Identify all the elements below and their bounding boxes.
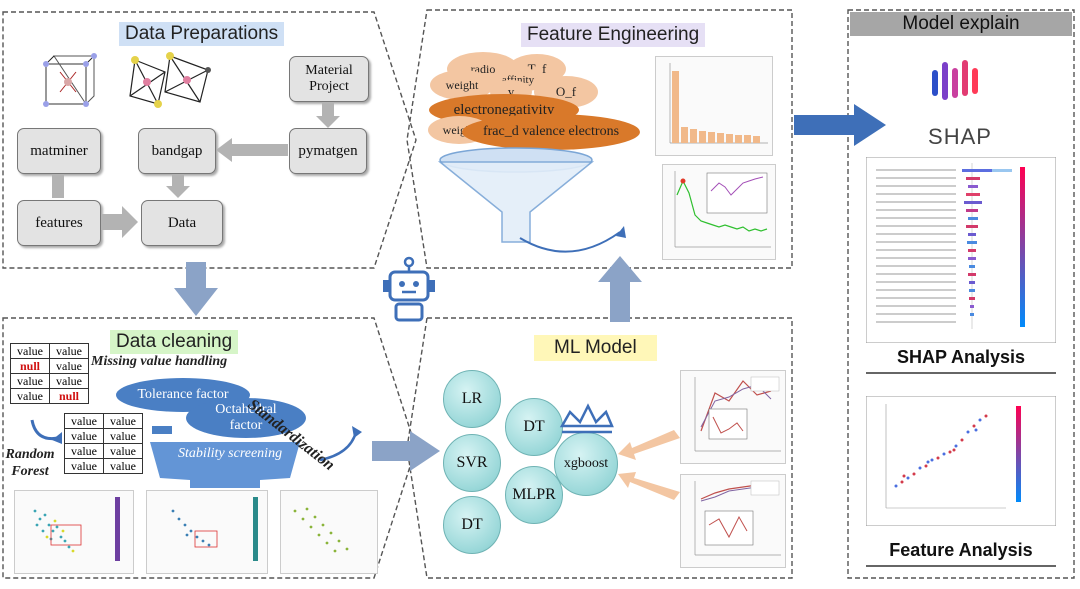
shap-logo-icon <box>932 60 978 100</box>
data-cleaning-graphics <box>30 419 362 488</box>
table1-r4c1: value <box>10 388 50 404</box>
table2-r2c1: value <box>64 428 104 444</box>
feature-caption-underline <box>866 565 1056 567</box>
arrow-feature-to-explain <box>794 104 886 146</box>
crown-icon <box>559 403 614 434</box>
ellipse-tolerance-factor: Tolerance factor <box>116 378 250 412</box>
label-stability-screening: Stability screening <box>178 446 283 461</box>
box-pymatgen: pymatgen <box>289 128 367 174</box>
label-random-forest: Random Forest <box>5 447 55 479</box>
model-dt-2: DT <box>443 496 501 554</box>
panel-data-cleaning-border <box>2 317 417 579</box>
data-prep-arrows <box>52 102 340 238</box>
crystal-1 <box>43 53 97 107</box>
panel-model-explain-border <box>847 9 1075 579</box>
shap-logo-text: SHAP <box>928 124 992 149</box>
panel-title-feature-eng: Feature Engineering <box>521 23 706 47</box>
arrow-ml-to-feature <box>598 256 642 322</box>
standardization-arrow-head <box>352 426 362 438</box>
stability-funnel <box>150 442 300 488</box>
arrow-prep-to-cleaning <box>174 262 218 316</box>
arrow-bandgap-to-data <box>166 174 190 198</box>
model-mlpr: MLPR <box>505 466 563 524</box>
curved-arrow-to-table2 <box>30 419 59 441</box>
funnel-body <box>437 161 595 243</box>
shap-caption-underline <box>866 372 1056 374</box>
feature-dependence-thumb <box>866 396 1056 526</box>
curved-arrow-head <box>52 432 62 444</box>
panel-title-ml-model: ML Model <box>534 335 657 361</box>
arrow-mp-to-pymatgen <box>316 102 340 128</box>
panel-title-model-explain: Model explain <box>850 12 1072 36</box>
model-dt-1: DT <box>505 398 563 456</box>
cleaning-scatter-thumb-3 <box>280 490 378 574</box>
robot-icon <box>383 256 435 322</box>
arrow-chart2-to-xgboost <box>618 472 680 500</box>
funnel-output-arrow-head <box>616 226 626 238</box>
ml-performance-chart-1 <box>680 370 786 464</box>
panel-title-data-cleaning: Data cleaning <box>110 330 239 354</box>
feature-importance-chart-thumb <box>655 56 773 156</box>
arrow-pymatgen-to-bandgap <box>216 138 288 162</box>
arrow-cleaning-to-ml <box>372 431 440 471</box>
ml-performance-chart-2 <box>680 474 786 568</box>
table1-r2c1-null: null <box>10 358 50 374</box>
crystal-structure-icons <box>43 52 211 108</box>
table1-r1c1: value <box>10 343 50 359</box>
funnel-graphic <box>437 147 626 253</box>
panel-feature-eng-border <box>406 9 793 269</box>
arrow-features-to-data <box>101 206 138 238</box>
ml-model-graphics <box>559 403 680 500</box>
dependence-dots <box>894 414 988 488</box>
table1-r1c2: value <box>49 343 89 359</box>
feature-ellipse-frac-d: frac_d valence electrons <box>462 114 640 150</box>
box-matminer: matminer <box>17 128 101 174</box>
model-svr: SVR <box>443 434 501 492</box>
box-features: features <box>17 200 101 246</box>
table1-r3c2: value <box>49 373 89 389</box>
caption-feature-analysis: Feature Analysis <box>889 540 1033 560</box>
box-material-project: Material Project <box>289 56 369 102</box>
feature-selection-curve-thumb <box>662 164 776 260</box>
table1-r3c1: value <box>10 373 50 389</box>
table1-r4c2-null: null <box>49 388 89 404</box>
shap-beeswarm-thumb <box>866 157 1056 343</box>
model-lr: LR <box>443 370 501 428</box>
table1-r2c2: value <box>49 358 89 374</box>
label-missing-value-handling: Missing value handling <box>91 354 228 369</box>
arrow-matminer-to-features <box>52 174 64 198</box>
ellipse-octahedral-factor: Octahedral factor <box>186 398 306 438</box>
box-bandgap: bandgap <box>138 128 216 174</box>
small-blue-rect <box>152 426 172 434</box>
table2-r2c2: value <box>103 428 143 444</box>
box-data: Data <box>141 200 223 246</box>
shap-dots <box>962 169 1012 316</box>
panel-ml-model-border <box>406 317 793 579</box>
model-xgboost: xgboost <box>554 432 618 496</box>
crystal-2 <box>129 52 211 108</box>
panel-title-data-prep: Data Preparations <box>119 22 285 46</box>
cleaning-scatter-thumb-2 <box>146 490 268 574</box>
caption-shap-analysis: SHAP Analysis <box>896 347 1026 367</box>
arrow-chart1-to-xgboost <box>618 430 680 460</box>
shap-feature-rows <box>876 169 956 323</box>
table2-r4c2: value <box>103 458 143 474</box>
funnel-output-arrow <box>519 231 621 253</box>
cleaning-scatter-thumb-1 <box>14 490 134 574</box>
